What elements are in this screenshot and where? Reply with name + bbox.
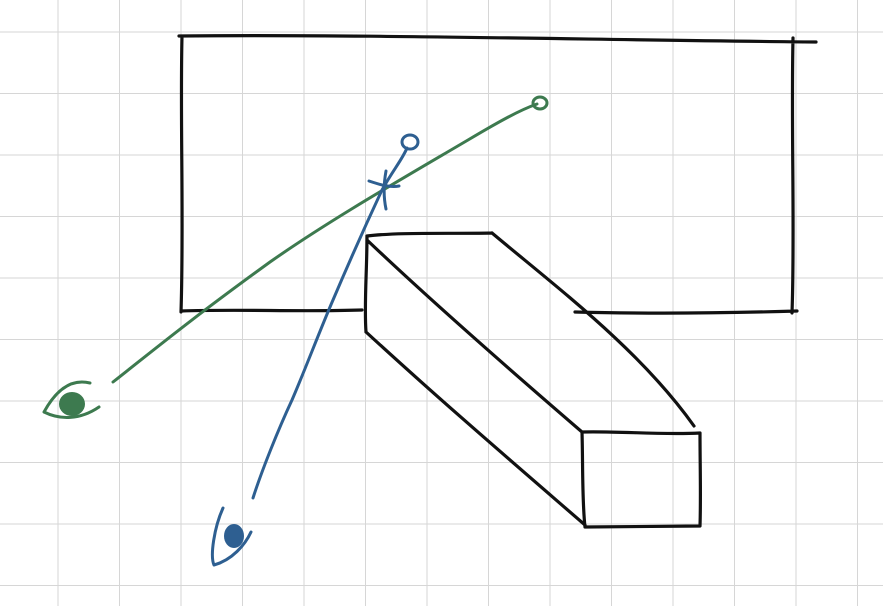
green-target-marker [531, 95, 549, 111]
intersection-cross [367, 169, 401, 211]
green-eye-icon [42, 380, 101, 419]
blue-eye-icon [210, 506, 253, 567]
screen-rectangle [177, 34, 818, 315]
green-sight-line [111, 102, 539, 384]
box-prism [363, 231, 703, 529]
blue-target-marker [400, 133, 420, 151]
